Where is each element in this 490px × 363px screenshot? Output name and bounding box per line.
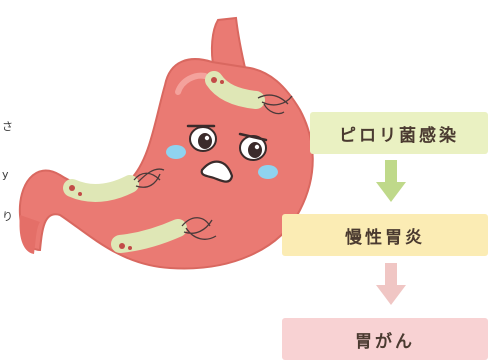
flow-step-1-label: ピロリ菌感染 (339, 121, 459, 146)
flow-step-2-label: 慢性胃炎 (345, 223, 425, 248)
flow-step-1-box: ピロリ菌感染 (310, 112, 488, 154)
arrow-down-icon (376, 263, 406, 307)
arrow-down-icon (376, 160, 406, 204)
right-cheek (258, 165, 278, 179)
flow-step-3-box: 胃がん (282, 318, 488, 360)
left-cheek (166, 145, 186, 159)
flow-step-3-label: 胃がん (355, 327, 415, 352)
flow-step-2-box: 慢性胃炎 (282, 214, 488, 256)
